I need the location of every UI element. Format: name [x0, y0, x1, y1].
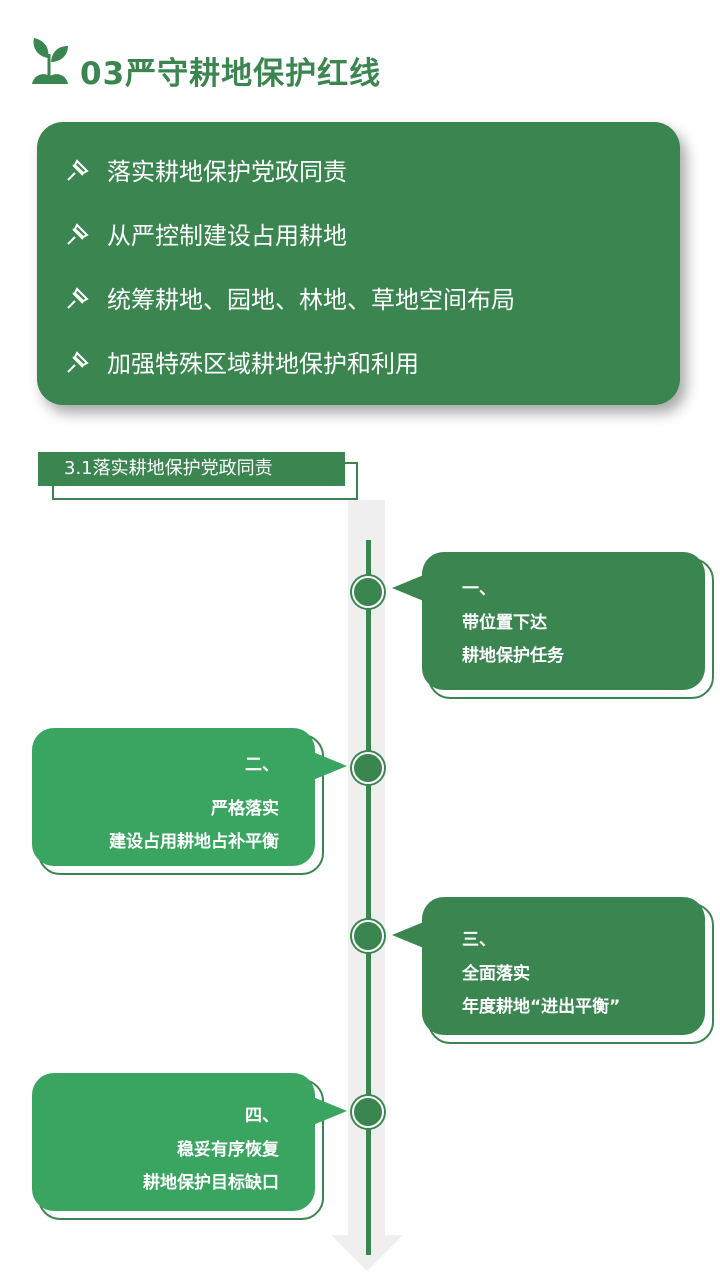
- step-line2: 耕地保护任务: [462, 646, 564, 666]
- pin-icon: [67, 222, 89, 245]
- bubble-tail: [313, 752, 347, 780]
- timeline-step: 二、 严格落实 建设占用耕地占补平衡: [32, 728, 347, 875]
- step-line1: 严格落实: [211, 799, 279, 819]
- bubble-tail: [392, 921, 426, 949]
- step-line1: 稳妥有序恢复: [177, 1140, 279, 1160]
- step-number: 三、: [462, 930, 496, 950]
- page-title: 03严守耕地保护红线: [80, 56, 382, 92]
- timeline-step: 三、 全面落实 年度耕地“进出平衡”: [392, 897, 714, 1044]
- step-line2: 建设占用耕地占补平衡: [109, 832, 279, 852]
- step-line2: 耕地保护目标缺口: [143, 1173, 279, 1193]
- summary-card: 落实耕地保护党政同责 从严控制建设占用耕地 统筹耕地、园地、林地、草地空间布局 …: [37, 122, 680, 405]
- summary-item-label: 加强特殊区域耕地保护和利用: [107, 350, 419, 378]
- bubble: 一、 带位置下达 耕地保护任务: [422, 552, 705, 690]
- step-number: 四、: [245, 1106, 279, 1126]
- summary-item-label: 从严控制建设占用耕地: [107, 222, 347, 250]
- bubble: 四、 稳妥有序恢复 耕地保护目标缺口: [32, 1073, 315, 1211]
- timeline-node: [352, 576, 384, 608]
- step-line1: 带位置下达: [462, 613, 547, 633]
- step-number: 二、: [245, 755, 279, 775]
- summary-item: 落实耕地保护党政同责: [65, 152, 347, 187]
- summary-item-label: 落实耕地保护党政同责: [107, 158, 347, 186]
- bubble-tail: [313, 1097, 347, 1125]
- timeline-line: [366, 540, 371, 1255]
- sprout-icon: [32, 38, 68, 84]
- step-line1: 全面落实: [462, 964, 530, 984]
- timeline-step: 四、 稳妥有序恢复 耕地保护目标缺口: [32, 1073, 347, 1220]
- timeline-node: [352, 920, 384, 952]
- pin-icon: [67, 350, 89, 373]
- summary-item-label: 统筹耕地、园地、林地、草地空间布局: [107, 286, 515, 314]
- timeline-step: 一、 带位置下达 耕地保护任务: [392, 552, 714, 699]
- pin-icon: [67, 286, 89, 309]
- timeline-node: [352, 1096, 384, 1128]
- bubble: 二、 严格落实 建设占用耕地占补平衡: [32, 728, 315, 866]
- pin-icon: [67, 158, 89, 181]
- step-line2: 年度耕地“进出平衡”: [462, 997, 621, 1017]
- section-title: 3.1落实耕地保护党政同责: [38, 452, 345, 486]
- summary-item: 加强特殊区域耕地保护和利用: [65, 344, 419, 379]
- summary-item: 统筹耕地、园地、林地、草地空间布局: [65, 280, 515, 315]
- timeline-node: [352, 752, 384, 784]
- step-number: 一、: [462, 579, 496, 599]
- summary-item: 从严控制建设占用耕地: [65, 216, 347, 251]
- bubble: 三、 全面落实 年度耕地“进出平衡”: [422, 897, 705, 1035]
- bubble-tail: [392, 574, 426, 602]
